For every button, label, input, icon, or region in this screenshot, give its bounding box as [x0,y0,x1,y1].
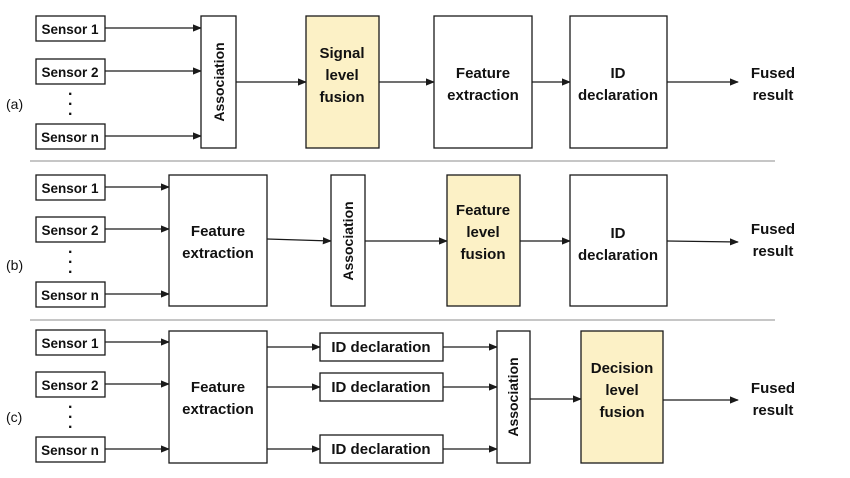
row-a-sensor-1: Sensor 1 [35,15,106,42]
row-c-fused-result: Fused result [751,380,795,419]
svg-text:.: . [68,405,72,422]
row-c-association-box: Association [496,330,531,464]
row-b-sensor-2: Sensor 2 [35,216,106,243]
row-c-sensor-2: Sensor 2 [35,371,106,398]
row-b-feature-extraction-box: Feature extraction [168,174,268,307]
row-a-sensor-n-label: Sensor n [41,130,99,145]
row-a-feature-line-1: Feature [456,65,510,82]
row-c-id-declaration-box-1: ID declaration [319,332,444,362]
row-b-fusion-line-2: level [466,224,499,241]
row-a-id-line-1: ID [611,65,626,82]
row-c-sensor-1-label: Sensor 1 [41,336,99,351]
row-b-sensor-1-label: Sensor 1 [41,181,99,196]
row-b-sensor-n-label: Sensor n [41,288,99,303]
row-b-id-line-1: ID [611,225,626,242]
row-b-sensor-n: Sensor n [35,281,106,308]
row-a-sensor-2: Sensor 2 [35,58,106,85]
row-c-id-declaration-box-3: ID declaration [319,434,444,464]
row-a-id-line-2: declaration [578,87,658,104]
row-a-label: (a) [6,96,23,112]
row-a-fusion-line-1: Signal [319,45,364,62]
svg-text:.: . [68,395,72,412]
row-c-sensor-2-label: Sensor 2 [41,378,98,393]
row-c-decision-level-fusion-box: Decision level fusion [580,330,664,464]
svg-text:.: . [68,240,72,257]
row-a-association-box: Association [200,15,237,149]
svg-text:.: . [68,260,72,277]
row-b-sensor-2-label: Sensor 2 [41,223,98,238]
row-a-signal-level-fusion-box: Signal level fusion [305,15,380,149]
row-c-fusion-line-2: level [605,382,638,399]
row-b-id-line-2: declaration [578,247,658,264]
row-b-association-label: Association [340,201,356,280]
row-b-feature-level-fusion-box: Feature level fusion [446,174,521,307]
row-a-association-label: Association [211,42,227,121]
svg-text:.: . [68,92,72,109]
row-b-association-box: Association [330,174,366,307]
row-b-arrow-to-association [266,237,332,245]
row-b-feature-line-1: Feature [191,223,245,240]
row-a-sensor-2-label: Sensor 2 [41,65,98,80]
row-a-sensor-n: Sensor n [35,123,106,150]
row-a-result-line-2: result [753,87,794,104]
row-b-id-declaration-box: ID declaration [569,174,668,307]
svg-text:.: . [68,415,72,432]
row-b: (b) Sensor 1 Sensor 2 . . . Sensor n Fea… [6,174,795,308]
row-c-feature-extraction-box: Feature extraction [168,330,268,464]
svg-text:.: . [68,82,72,99]
row-c-sensor-n-label: Sensor n [41,443,99,458]
row-a-fusion-line-2: level [325,67,358,84]
row-b-fusion-line-1: Feature [456,202,510,219]
row-c-id-label-2: ID declaration [331,379,430,396]
row-c-sensor-1: Sensor 1 [35,329,106,356]
row-c-fusion-line-1: Decision [591,360,654,377]
row-a-sensor-1-label: Sensor 1 [41,22,99,37]
row-c: (c) Sensor 1 Sensor 2 . . . Sensor n Fea… [6,329,795,464]
row-a: (a) Sensor 1 Sensor 2 . . . Sensor n Ass… [6,15,795,150]
row-b-arrow-to-result [666,238,739,246]
svg-text:.: . [68,250,72,267]
row-c-id-label-3: ID declaration [331,441,430,458]
row-b-feature-line-2: extraction [182,245,254,262]
row-a-feature-line-2: extraction [447,87,519,104]
row-a-ellipsis-dots: . . . [68,82,72,119]
row-c-fusion-line-3: fusion [600,404,645,421]
row-c-sensor-n: Sensor n [35,436,106,463]
row-c-association-label: Association [505,357,521,436]
row-c-label: (c) [6,409,22,425]
row-b-fused-result: Fused result [751,221,795,260]
row-a-id-declaration-box: ID declaration [569,15,668,149]
row-a-fusion-line-3: fusion [320,89,365,106]
row-c-result-line-1: Fused [751,380,795,397]
row-c-feature-line-1: Feature [191,379,245,396]
row-a-result-line-1: Fused [751,65,795,82]
row-c-feature-line-2: extraction [182,401,254,418]
row-c-ellipsis-dots: . . . [68,395,72,432]
row-c-id-label-1: ID declaration [331,339,430,356]
row-b-fusion-line-3: fusion [461,246,506,263]
row-b-sensor-1: Sensor 1 [35,174,106,201]
row-c-id-declaration-box-2: ID declaration [319,372,444,402]
row-b-label: (b) [6,257,23,273]
row-a-feature-extraction-box: Feature extraction [433,15,533,149]
row-b-result-line-1: Fused [751,221,795,238]
row-b-result-line-2: result [753,243,794,260]
row-b-ellipsis-dots: . . . [68,240,72,277]
row-c-result-line-2: result [753,402,794,419]
svg-text:.: . [68,102,72,119]
row-a-fused-result: Fused result [751,65,795,104]
